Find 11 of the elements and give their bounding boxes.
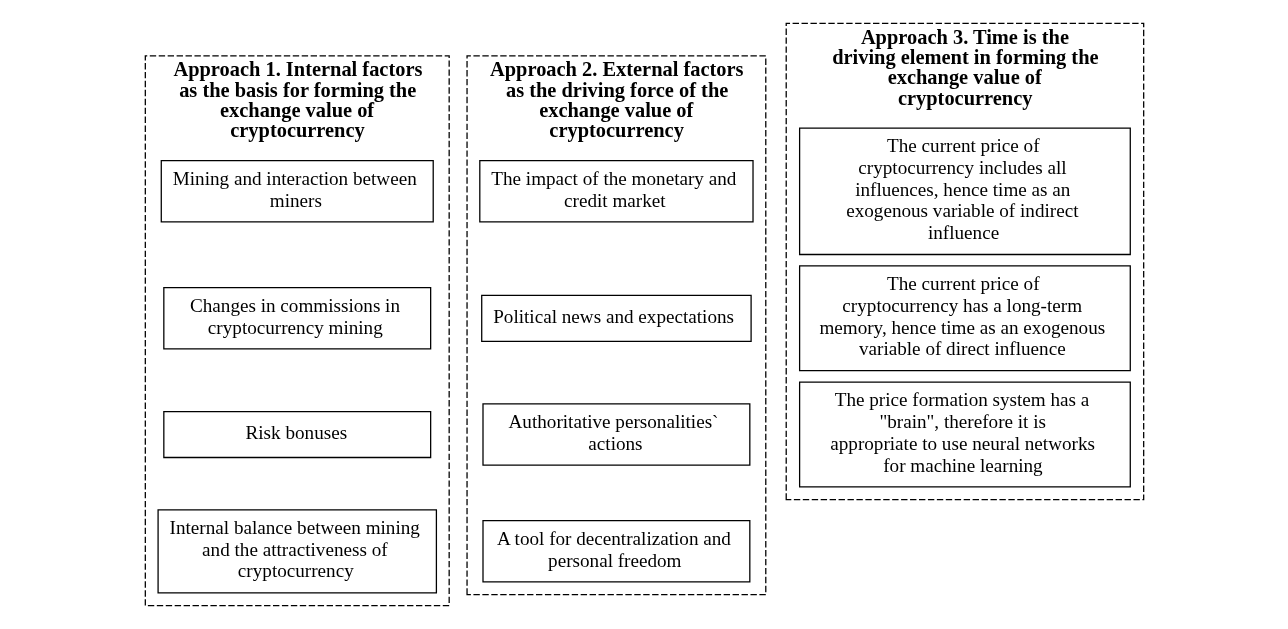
node-box: Mining and interaction between miners — [160, 160, 434, 223]
node-box: The price formation system has a "brain", therefore it is appropriate to use neural networks for machine learning — [798, 381, 1131, 488]
node-box: The current price of cryptocurrency has a long-term memory, hence time as an exogenous variable of direct influence — [798, 265, 1131, 372]
node-box: The current price of cryptocurrency includes all influences, hence time as an exogenous variable of indirect influence — [798, 127, 1131, 256]
node-box: A tool for decentralization and personal freedom — [481, 520, 750, 583]
node-box: Political news and expectations — [480, 294, 752, 342]
node-box: The impact of the monetary and credit market — [478, 160, 754, 223]
node-box: Risk bonuses — [162, 410, 431, 459]
node-box: Internal balance between mining and the attractiveness of cryptocurrency — [156, 509, 437, 594]
node-box: Authoritative personalities` actions — [481, 403, 750, 466]
node-box: Changes in commissions in cryptocurrency mining — [162, 287, 431, 350]
